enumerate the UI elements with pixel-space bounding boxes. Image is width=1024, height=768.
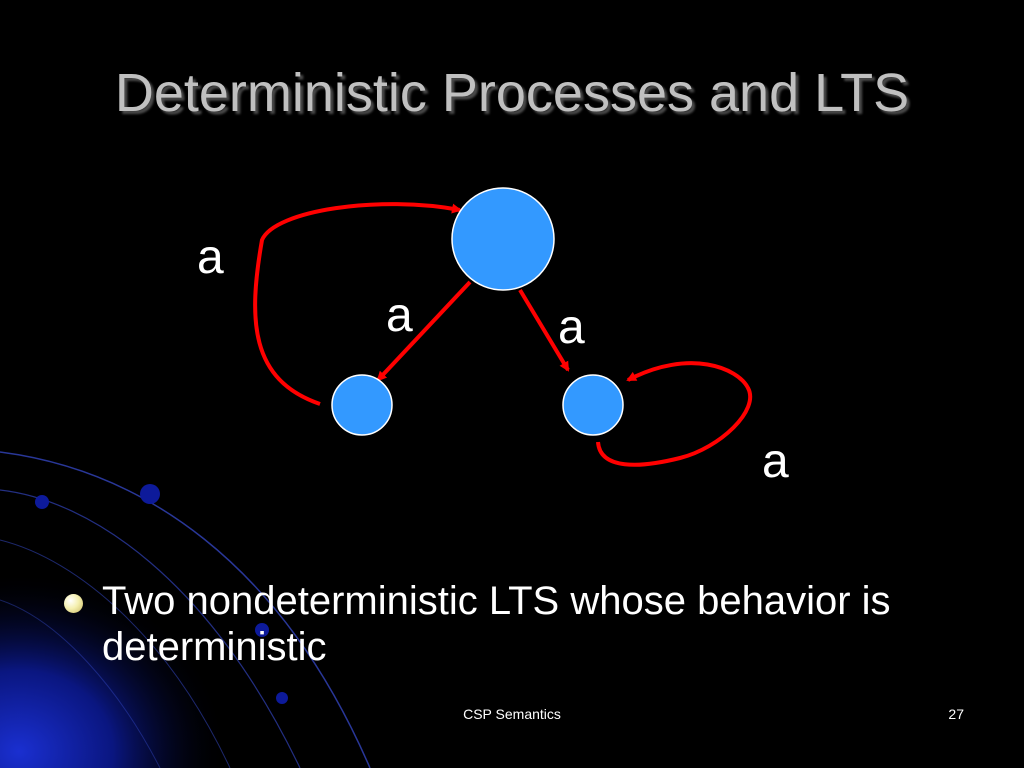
- footer-page-number: 27: [948, 706, 964, 722]
- edge-label-top-right: a: [558, 301, 585, 354]
- state-node-right: [562, 374, 624, 436]
- state-node-top: [451, 187, 555, 291]
- footer-title: CSP Semantics: [463, 706, 561, 722]
- edge-label-left-loop: a: [197, 231, 224, 284]
- edge-right-self-loop: [596, 361, 752, 467]
- edge-left-to-top: [253, 202, 462, 406]
- edge-top-to-right: [518, 288, 570, 372]
- bullet-text: Two nondeterministic LTS whose behavior …: [102, 579, 891, 669]
- state-node-left: [331, 374, 393, 436]
- edge-label-top-left: a: [386, 289, 413, 342]
- edge-label-right-loop: a: [762, 435, 789, 488]
- bullet-dot-icon: [64, 594, 83, 613]
- slide-title: Deterministic Processes and LTS: [114, 63, 910, 123]
- edge-top-to-left: [376, 280, 472, 382]
